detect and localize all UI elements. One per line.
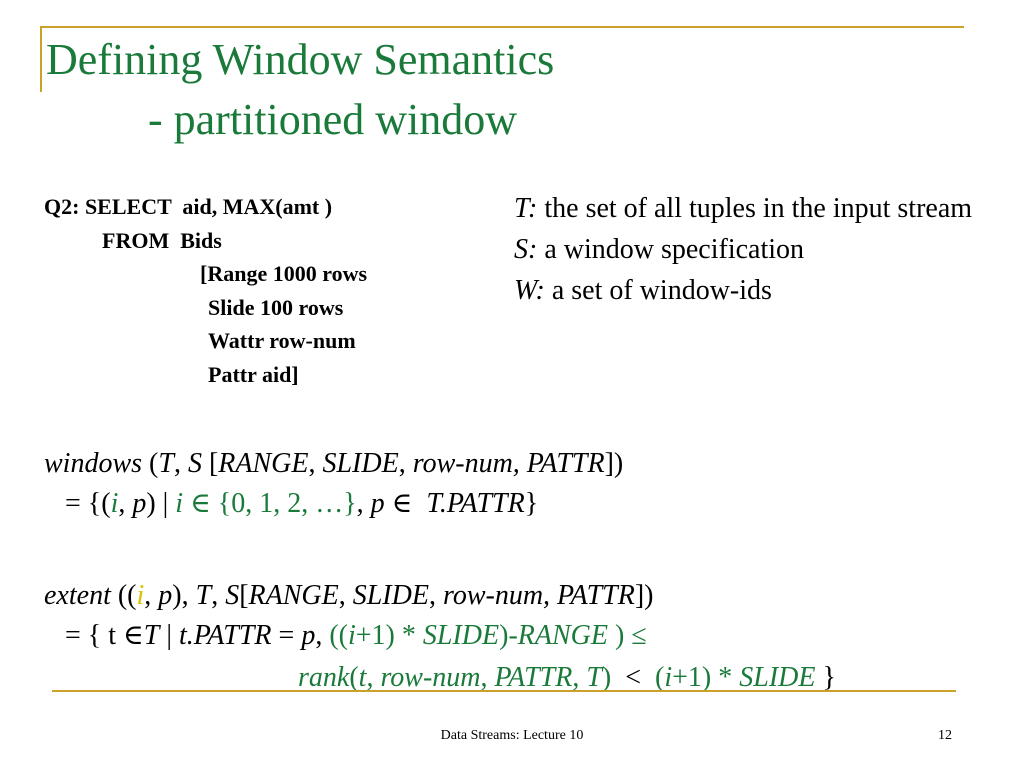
definition-s-symbol: S: bbox=[514, 234, 538, 265]
definition-t: T: the set of all tuples in the input st… bbox=[514, 188, 984, 229]
query-line-1: Q2: SELECT aid, MAX(amt ) bbox=[44, 194, 333, 219]
windows-formula-line-1: windows (T, S [RANGE, SLIDE, row-num, PA… bbox=[44, 448, 624, 479]
query-line-4: Slide 100 rows bbox=[208, 294, 344, 320]
query-line-2: FROM Bids bbox=[102, 227, 222, 253]
decorative-top-line bbox=[40, 26, 964, 28]
title-line-1: Defining Window Semantics bbox=[46, 35, 555, 84]
decorative-bottom-line bbox=[52, 690, 956, 692]
definitions-block: T: the set of all tuples in the input st… bbox=[514, 188, 984, 311]
footer-text: Data Streams: Lecture 10 bbox=[440, 728, 584, 743]
query-line-5: Wattr row-num bbox=[208, 328, 356, 353]
definition-t-symbol: T: bbox=[514, 193, 538, 224]
definition-w-symbol: W: bbox=[514, 275, 545, 306]
windows-formula-line-2: = {(i, p) | i ∈ {0, 1, 2, …}, p ∈ T.PATT… bbox=[44, 488, 539, 519]
decorative-vertical-line bbox=[40, 26, 42, 92]
definition-w-text: a set of window-ids bbox=[544, 275, 772, 306]
page-number: 12 bbox=[938, 728, 952, 743]
slide-title: Defining Window Semantics - partitioned … bbox=[46, 38, 554, 142]
query-block: Q2: SELECT aid, MAX(amt ) FROM Bids [Ran… bbox=[44, 190, 367, 391]
definition-w: W: a set of window-ids bbox=[514, 270, 984, 311]
extent-formula-line-3: rank(t, row-num, PATTR, T) < (i+1) * SLI… bbox=[298, 662, 836, 693]
query-line-6: Pattr aid] bbox=[208, 361, 299, 387]
extent-formula-line-1: extent ((i, p), T, S[RANGE, SLIDE, row-n… bbox=[44, 580, 654, 611]
query-line-3: [Range 1000 rows bbox=[200, 261, 368, 286]
definition-t-text: the set of all tuples in the input strea… bbox=[537, 193, 973, 224]
extent-formula-line-2: = { t ∈T | t.PATTR = p, ((i+1) * SLIDE)-… bbox=[44, 620, 647, 651]
title-line-2: - partitioned window bbox=[148, 95, 518, 144]
definition-s: S: a window specification bbox=[514, 229, 984, 270]
definition-s-text: a window specification bbox=[537, 234, 805, 265]
